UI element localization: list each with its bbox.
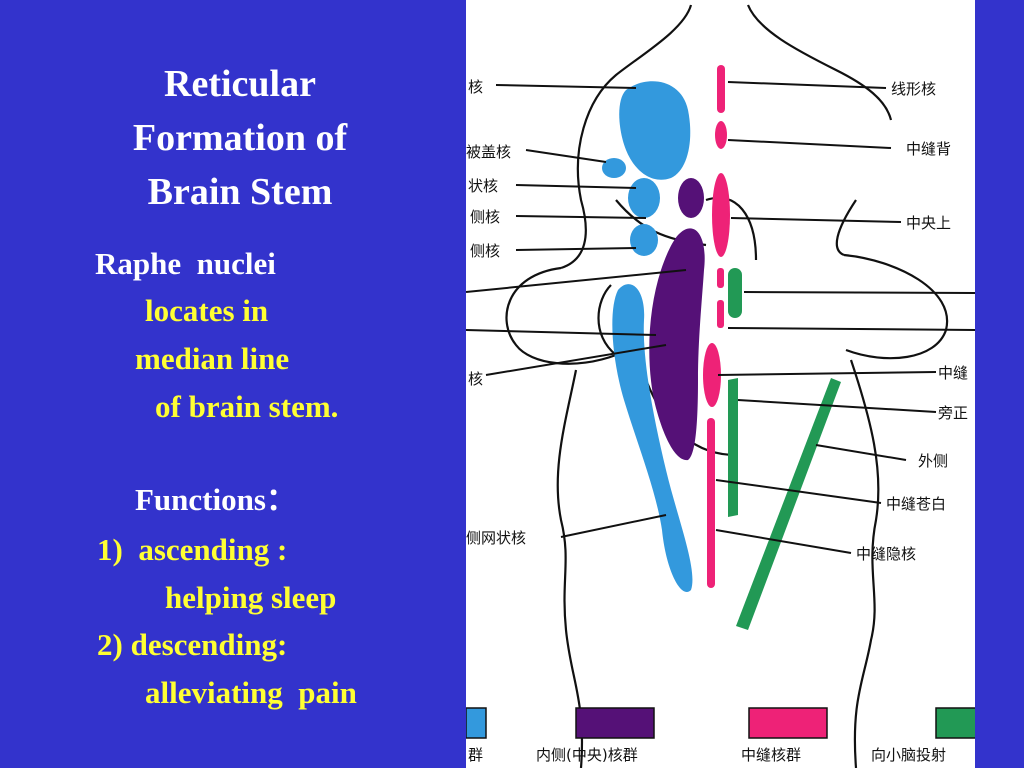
label-left-1: 核 [468,78,483,96]
function-2-detail: alleviating pain [145,675,357,710]
label-right-4: 中缝 [938,364,968,382]
legend-swatch-blue [466,707,487,739]
legend-label-pink: 中缝核群 [741,746,801,764]
locates-text: locates in [145,293,269,328]
legend-swatch-green [935,707,975,739]
label-left-6: 核 [468,370,483,388]
label-left-7: 侧网状核 [466,529,526,547]
function-1-detail: helping sleep [165,580,337,615]
label-right-3: 中央上 [906,214,951,232]
legend-label-green: 向小脑投射 [871,746,946,764]
median-line-text: median line [135,341,290,376]
label-right-7: 中缝苍白 [886,495,946,513]
label-left-3: 状核 [468,177,498,195]
label-left-4: 侧核 [470,208,500,226]
raphe-nuclei-pink [703,65,730,588]
title-line: Reticular [164,63,316,105]
raphe-nuclei-text: Raphe nuclei [95,246,276,281]
legend-swatch-pink [748,707,828,739]
medial-nuclei-purple [649,178,705,461]
cerebellar-projection-green [728,268,841,630]
label-left-5: 侧核 [470,242,500,260]
title-line: Formation of [132,116,348,159]
lateral-nuclei-blue [602,81,693,592]
function-2-text: 2) descending: [97,627,288,662]
slide-title: Reticular Formation of Brain Stem [60,58,420,220]
function-1-text: 1) ascending : [97,532,288,567]
brainstem-diagram: 核 被盖核 状核 侧核 侧核 核 侧网状核 线形核 中缝背 中央上 中缝 旁正 … [466,0,975,768]
legend-label-purple: 内侧(中央)核群 [536,746,638,764]
label-right-2: 中缝背 [906,140,951,158]
label-left-2: 被盖核 [466,143,511,161]
label-right-8: 中缝隐核 [856,545,916,563]
brain-stem-text: of brain stem. [155,389,339,424]
label-right-6: 外侧 [918,452,948,470]
legend: 群 内侧(中央)核群 中缝核群 向小脑投射 [466,707,975,764]
functions-heading: Functions： [135,482,297,517]
legend-swatch-purple [575,707,655,739]
title-line: Brain Stem [147,170,333,213]
legend-label-blue: 群 [468,746,483,764]
brainstem-svg: 核 被盖核 状核 侧核 侧核 核 侧网状核 线形核 中缝背 中央上 中缝 旁正 … [466,4,975,768]
label-right-1: 线形核 [891,80,936,98]
label-right-5: 旁正 [938,404,968,422]
brainstem-outline [505,4,949,768]
leader-lines [466,81,975,554]
